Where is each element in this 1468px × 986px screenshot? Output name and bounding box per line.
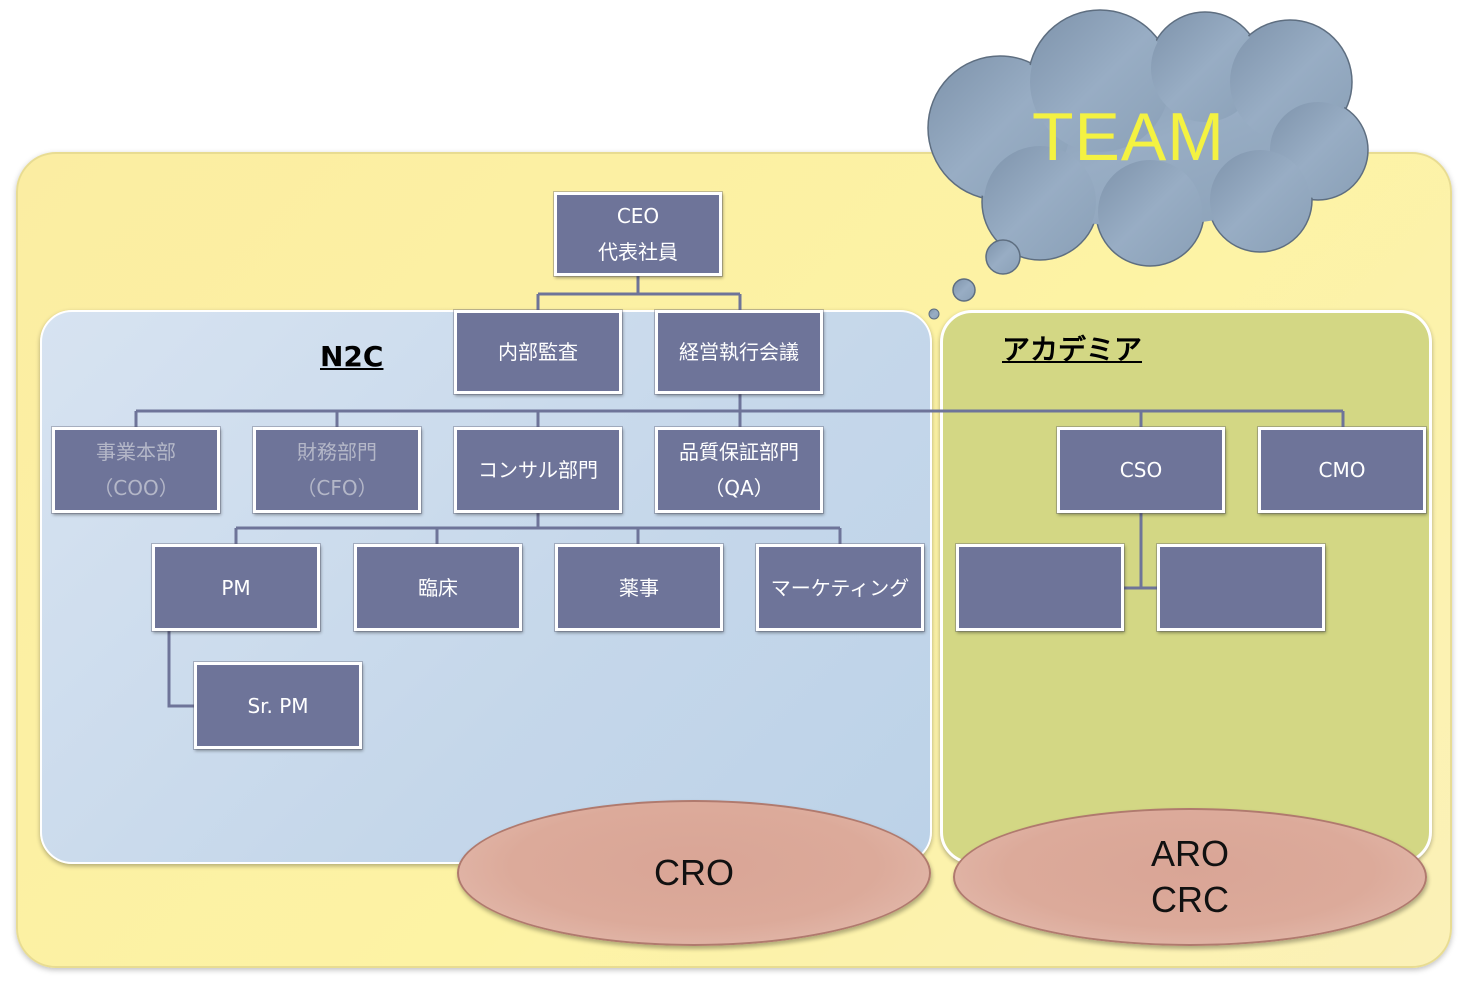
- team-label: TEAM: [1032, 99, 1225, 175]
- node-clinical: 臨床: [354, 544, 522, 631]
- crc-label: CRC: [1151, 879, 1229, 920]
- node-finance-label: 財務部門: [297, 440, 377, 464]
- connector-cso: [1124, 513, 1157, 590]
- node-cso: CSO: [1057, 427, 1225, 513]
- node-consulting: コンサル部門: [454, 427, 622, 513]
- node-ceo: CEO 代表社員: [554, 192, 722, 276]
- connector-exec: [134, 394, 1345, 427]
- node-academia-empty-1: [956, 544, 1124, 631]
- node-clinical-label: 臨床: [418, 575, 458, 600]
- node-executive-council: 経営執行会議: [655, 310, 823, 394]
- node-senior-pm: Sr. PM: [194, 662, 362, 749]
- node-pm: PM: [152, 544, 320, 631]
- cro-ellipse: CRO: [457, 800, 931, 946]
- node-pm-label: PM: [221, 575, 251, 600]
- node-internal-audit: 内部監査: [454, 310, 622, 394]
- academia-title: アカデミア: [1002, 333, 1143, 366]
- connector-consul: [234, 513, 842, 544]
- node-marketing-label: マーケティング: [770, 575, 910, 600]
- node-consulting-label: コンサル部門: [478, 458, 598, 482]
- node-quality-assurance: 品質保証部門 （QA）: [655, 427, 823, 513]
- node-internal-audit-label: 内部監査: [498, 340, 578, 364]
- cro-label: CRO: [654, 852, 734, 893]
- connector-pm: [167, 631, 194, 708]
- node-business-division-label: 事業本部: [96, 440, 176, 464]
- node-marketing: マーケティング: [756, 544, 924, 631]
- node-academia-empty-2: [1157, 544, 1325, 631]
- node-quality-assurance-role: （QA）: [704, 476, 774, 500]
- node-business-division-role: （COO）: [93, 476, 179, 500]
- aro-crc-ellipse: ARO CRC: [953, 808, 1427, 946]
- node-executive-council-label: 経営執行会議: [679, 340, 799, 364]
- node-regulatory: 薬事: [555, 544, 723, 631]
- node-quality-assurance-label: 品質保証部門: [679, 440, 799, 464]
- n2c-title: N2C: [320, 340, 384, 373]
- node-finance: 財務部門 （CFO）: [253, 427, 421, 513]
- node-regulatory-label: 薬事: [619, 575, 659, 600]
- node-cmo-label: CMO: [1318, 458, 1366, 482]
- aro-label: ARO: [1150, 833, 1229, 874]
- node-ceo-en: CEO: [616, 204, 660, 228]
- node-ceo-ja: 代表社員: [598, 240, 678, 264]
- node-senior-pm-label: Sr. PM: [247, 693, 309, 718]
- node-business-division: 事業本部 （COO）: [52, 427, 220, 513]
- node-cso-label: CSO: [1119, 458, 1163, 482]
- connector-ceo: [536, 276, 742, 310]
- node-cmo: CMO: [1258, 427, 1426, 513]
- node-finance-role: （CFO）: [296, 476, 378, 500]
